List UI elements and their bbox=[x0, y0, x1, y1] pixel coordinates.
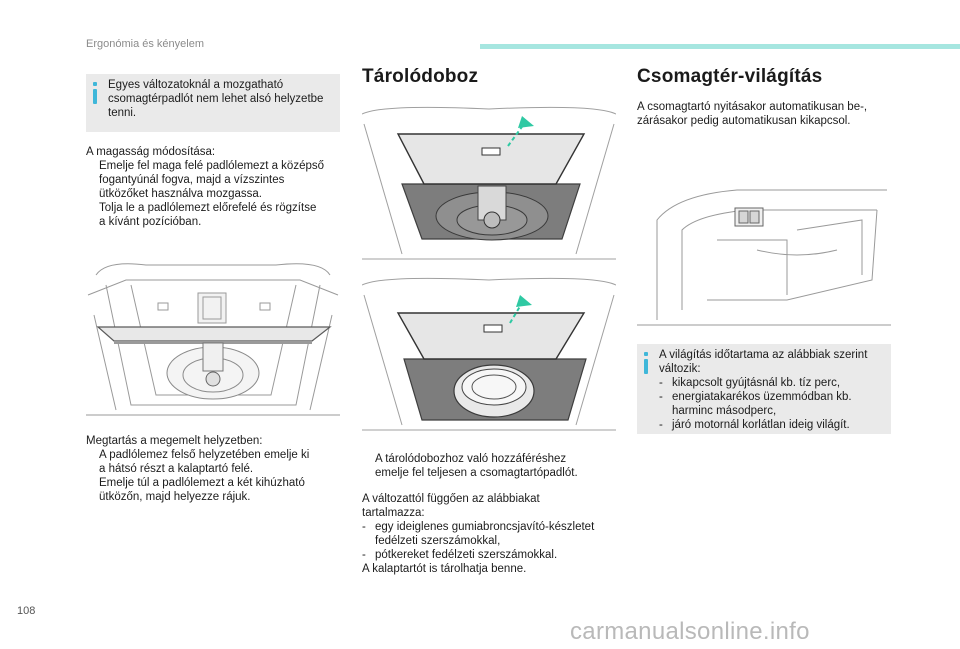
header-accent-bar bbox=[480, 44, 960, 49]
storage-spare-wheel-illustration bbox=[362, 277, 616, 431]
info-box-left: Egyes változatoknál a mozgatható csomagt… bbox=[86, 74, 340, 132]
section-header: Ergonómia és kényelem bbox=[86, 38, 205, 50]
trunk-floor-illustration bbox=[86, 263, 340, 416]
info-line: tenni. bbox=[108, 107, 137, 119]
trunk-lamp-illustration bbox=[637, 189, 891, 326]
height-instructions: A magasság módosítása: Emelje fel maga f… bbox=[86, 145, 348, 229]
dash-icon: - bbox=[362, 549, 366, 561]
storage-contents: A változattól függően az alábbiakat tart… bbox=[362, 492, 624, 576]
lighting-duration-item: - kikapcsolt gyújtásnál kb. tíz perc, bbox=[659, 377, 841, 389]
trunk-lighting-title: Csomagtér-világítás bbox=[637, 66, 823, 87]
hold-step: A padlólemez felső helyzetében emelje ki… bbox=[99, 449, 310, 475]
watermark: carmanualsonline.info bbox=[570, 618, 810, 645]
storage-repair-kit-illustration bbox=[362, 106, 616, 260]
storage-footer-note: A kalaptartót is tárolhatja benne. bbox=[362, 563, 527, 575]
dash-icon: - bbox=[659, 377, 663, 389]
storage-box-title: Tárolódoboz bbox=[362, 66, 479, 87]
access-instructions: A tárolódobozhoz való hozzáféréshez emel… bbox=[362, 452, 624, 480]
info-line: Egyes változatoknál a mozgatható bbox=[108, 79, 284, 91]
info-icon bbox=[93, 82, 97, 104]
info-line: csomagtérpadlót nem lehet alsó helyzetbe bbox=[108, 93, 324, 105]
height-step: Tolja le a padlólemezt előrefelé és rögz… bbox=[99, 202, 317, 228]
dash-icon: - bbox=[362, 521, 366, 533]
trunk-lighting-intro: A csomagtartó nyitásakor automatikusan b… bbox=[637, 101, 868, 127]
height-step: Emelje fel maga felé padlólemezt a közép… bbox=[99, 160, 325, 200]
contents-item: - egy ideiglenes gumiabroncsjavító-készl… bbox=[362, 521, 595, 547]
height-title: A magasság módosítása: bbox=[86, 146, 216, 158]
hold-title: Megtartás a megemelt helyzetben: bbox=[86, 435, 263, 447]
info-icon bbox=[644, 352, 648, 374]
dash-icon: - bbox=[659, 419, 663, 431]
dash-icon: - bbox=[659, 391, 663, 403]
hold-instructions: Megtartás a megemelt helyzetben: A padló… bbox=[86, 434, 348, 504]
hold-step: Emelje túl a padlólemezt a két kihúzható… bbox=[99, 477, 305, 503]
contents-item: - pótkereket fedélzeti szerszámokkal. bbox=[362, 549, 558, 561]
page-number: 108 bbox=[17, 605, 36, 617]
lighting-duration-item: - energiatakarékos üzemmódban kb. harmin… bbox=[659, 391, 852, 417]
lighting-duration-item: - járó motornál korlátlan ideig világít. bbox=[659, 419, 850, 431]
access-step: A tárolódobozhoz való hozzáféréshez emel… bbox=[375, 453, 578, 479]
info-box-right: A világítás időtartama az alábbiak szeri… bbox=[637, 344, 891, 434]
